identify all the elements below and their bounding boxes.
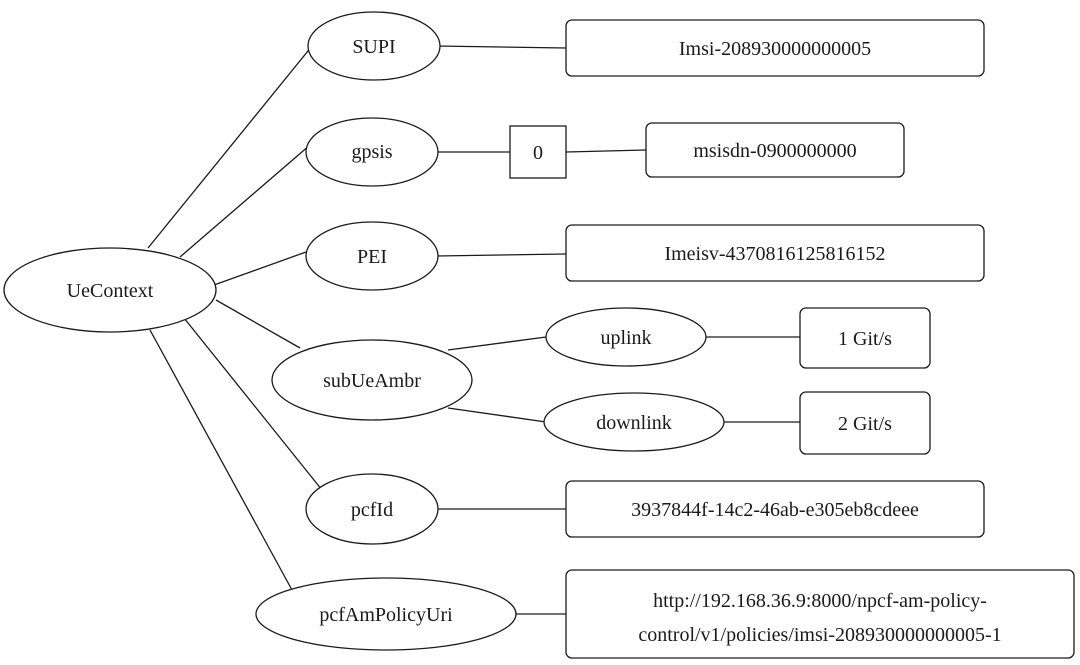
edges	[147, 45, 800, 615]
edge-uecontext-pcfid	[183, 317, 323, 491]
node-pcfampolicyuri: pcfAmPolicyUri	[255, 577, 517, 651]
node-pcfampolicyuri-value-line2: control/v1/policies/imsi-208930000000005…	[638, 624, 1001, 646]
node-supi-value: Imsi-208930000000005	[565, 19, 985, 77]
node-downlink-label: downlink	[596, 412, 672, 434]
edge-uecontext-pei	[213, 251, 307, 286]
node-uplink-value: 1 Git/s	[799, 307, 931, 369]
edge-sububeambr-downlink	[447, 407, 547, 423]
node-uplink-value-label: 1 Git/s	[838, 328, 892, 350]
node-gpsis-value-label: msisdn-0900000000	[693, 140, 856, 162]
node-downlink-value: 2 Git/s	[799, 391, 931, 455]
node-supi: SUPI	[307, 11, 441, 81]
edge-uecontext-gpsis	[179, 144, 311, 258]
node-gpsis-label: gpsis	[351, 141, 392, 163]
node-pcfid-label: pcfId	[351, 499, 393, 521]
node-pcfid-value: 3937844f-14c2-46ab-e305eb8cdeee	[565, 480, 985, 538]
node-supi-value-label: Imsi-208930000000005	[679, 38, 871, 60]
node-pcfid: pcfId	[305, 473, 439, 545]
node-gpsis-index-label: 0	[533, 142, 543, 164]
node-pcfampolicyuri-value: http://192.168.36.9:8000/npcf-am-policy-…	[565, 569, 1075, 659]
node-pei-value-label: Imeisv-4370816125816152	[664, 243, 885, 265]
node-uplink: uplink	[545, 307, 707, 367]
node-sububeambr: subUeAmbr	[271, 339, 473, 421]
node-supi-label: SUPI	[352, 36, 395, 58]
node-uecontext-label: UeContext	[67, 280, 154, 302]
node-downlink: downlink	[543, 392, 725, 452]
node-gpsis-value: msisdn-0900000000	[645, 122, 905, 178]
node-pcfampolicyuri-value-line1: http://192.168.36.9:8000/npcf-am-policy-	[653, 590, 987, 612]
node-uecontext: UeContext	[3, 247, 217, 333]
node-downlink-value-label: 2 Git/s	[838, 413, 892, 435]
node-gpsis-index: 0	[509, 125, 567, 179]
node-pei: PEI	[305, 221, 439, 291]
node-pei-label: PEI	[357, 246, 387, 268]
edge-uecontext-supi	[147, 45, 313, 249]
node-pei-value: Imeisv-4370816125816152	[565, 224, 985, 282]
edge-supi-value	[435, 45, 567, 49]
edge-uecontext-pcfampolicyuri	[149, 329, 293, 591]
edge-pei-value	[435, 253, 567, 257]
node-uplink-label: uplink	[600, 327, 651, 349]
node-pcfid-value-label: 3937844f-14c2-46ab-e305eb8cdeee	[631, 499, 919, 521]
edge-uecontext-sububeambr	[215, 299, 301, 349]
edge-sububeambr-uplink	[447, 336, 547, 351]
node-gpsis: gpsis	[305, 117, 439, 187]
node-pcfampolicyuri-label: pcfAmPolicyUri	[319, 604, 453, 626]
edge-index-value	[565, 149, 647, 153]
node-sububeambr-label: subUeAmbr	[323, 370, 421, 392]
